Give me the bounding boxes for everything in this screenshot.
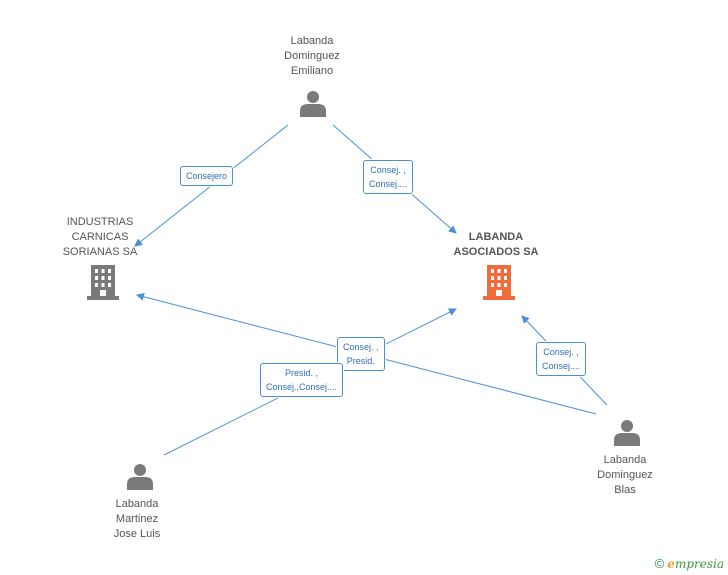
edge-label-line: Presid. , — [285, 368, 319, 378]
copyright-symbol: © — [654, 556, 665, 571]
edge-label-line: Consej. , — [343, 342, 379, 352]
name-line: Martinez — [115, 513, 159, 525]
name-line: CARNICAS — [71, 231, 129, 243]
edge-label-emiliano-sa[interactable]: Consej. , Consej.... — [363, 160, 414, 194]
brand-name: mpresia — [674, 557, 724, 571]
name-line: Dominguez — [284, 50, 340, 62]
name-line: Dominguez — [597, 469, 653, 481]
edge-label-line: Consej.... — [542, 361, 581, 371]
node-label-blas[interactable]: Labanda Dominguez Blas — [585, 453, 665, 498]
name-line: SORIANAS SA — [62, 246, 138, 258]
edge-label-blas-industrias[interactable]: Consej. , Presid. — [337, 337, 385, 371]
empresia-logo: ©empresia — [655, 556, 724, 571]
name-line: LABANDA — [468, 231, 524, 243]
name-line: Jose Luis — [113, 528, 161, 540]
edge-label-line: Presid. — [346, 356, 375, 366]
edge-label-line: Consej.,Consej.... — [266, 382, 338, 392]
person-icon[interactable] — [613, 418, 641, 446]
node-label-jose-luis[interactable]: Labanda Martinez Jose Luis — [97, 497, 177, 542]
name-line: INDUSTRIAS — [66, 216, 134, 228]
edge-label-consejero[interactable]: Consejero — [180, 166, 234, 186]
name-line: ASOCIADOS SA — [453, 246, 539, 258]
building-icon[interactable] — [86, 265, 120, 300]
name-line: Labanda — [290, 35, 334, 47]
node-label-labanda-asociados[interactable]: LABANDA ASOCIADOS SA — [446, 230, 546, 260]
name-line: Emiliano — [290, 65, 334, 77]
node-label-industrias[interactable]: INDUSTRIAS CARNICAS SORIANAS SA — [55, 215, 145, 260]
edge-label-line: Consej. , — [370, 165, 406, 175]
name-line: Blas — [614, 484, 636, 496]
name-line: Labanda — [603, 454, 647, 466]
building-focus-icon[interactable] — [482, 265, 516, 300]
name-line: Labanda — [115, 498, 159, 510]
edge-label-line: Consej.... — [369, 179, 408, 189]
person-icon[interactable] — [126, 462, 154, 490]
edge-label-line: Consej. , — [543, 347, 579, 357]
person-icon[interactable] — [299, 89, 327, 117]
node-label-emiliano[interactable]: Labanda Dominguez Emiliano — [272, 34, 352, 79]
edge-label-line: Consejero — [186, 171, 228, 181]
brand-initial: e — [667, 557, 675, 571]
edge-label-blas-sa[interactable]: Consej. , Consej.... — [536, 342, 587, 376]
edge-label-jose-sa[interactable]: Presid. , Consej.,Consej.... — [260, 363, 344, 397]
